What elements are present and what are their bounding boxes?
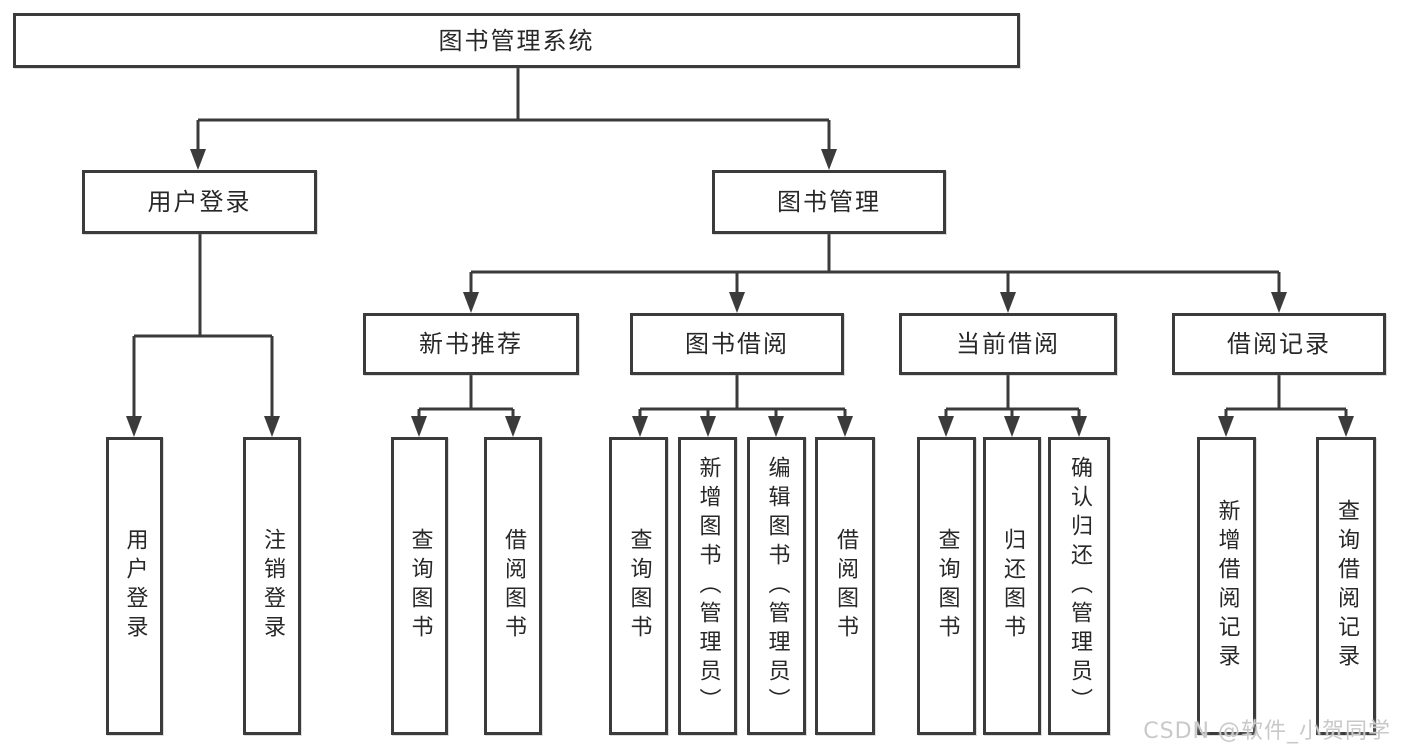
arrowhead-icon bbox=[729, 292, 745, 313]
leaf-query-borrow-record-label: 查询借阅记录 bbox=[1334, 499, 1359, 673]
leaf-query-books-2-label: 查询图书 bbox=[626, 528, 652, 644]
arrowhead-icon bbox=[126, 416, 142, 437]
node-book-management-label: 图书管理 bbox=[777, 188, 881, 216]
leaf-user-login: 用户登录 bbox=[106, 437, 163, 735]
connector-path bbox=[132, 67, 1348, 420]
leaf-query-books-3-label: 查询图书 bbox=[934, 528, 960, 644]
arrowhead-icon bbox=[1071, 416, 1087, 437]
arrowhead-icon bbox=[1004, 416, 1020, 437]
node-root: 图书管理系统 bbox=[13, 13, 1020, 68]
arrowheads bbox=[126, 149, 1354, 437]
leaf-query-books-3: 查询图书 bbox=[917, 437, 976, 735]
arrowhead-icon bbox=[1338, 416, 1354, 437]
leaf-logout-label: 注销登录 bbox=[260, 528, 285, 644]
arrowhead-icon bbox=[264, 416, 280, 437]
node-current-borrowing: 当前借阅 bbox=[899, 313, 1117, 375]
arrowhead-icon bbox=[1271, 292, 1287, 313]
leaf-user-login-label: 用户登录 bbox=[122, 528, 148, 644]
node-book-borrowing: 图书借阅 bbox=[630, 313, 844, 375]
node-user-login-label: 用户登录 bbox=[147, 188, 252, 216]
node-new-book-recommend: 新书推荐 bbox=[363, 313, 579, 375]
node-book-borrowing-label: 图书借阅 bbox=[685, 330, 789, 358]
arrowhead-icon bbox=[190, 149, 206, 170]
leaf-return-books: 归还图书 bbox=[983, 437, 1041, 735]
leaf-add-borrow-record: 新增借阅记录 bbox=[1197, 437, 1256, 735]
leaf-add-borrow-record-label: 新增借阅记录 bbox=[1214, 499, 1240, 673]
leaf-borrow-books-2-label: 借阅图书 bbox=[833, 528, 858, 644]
arrowhead-icon bbox=[837, 416, 853, 437]
arrowhead-icon bbox=[632, 416, 648, 437]
node-user-login: 用户登录 bbox=[82, 170, 317, 234]
arrowhead-icon bbox=[768, 416, 784, 437]
leaf-logout: 注销登录 bbox=[243, 437, 301, 735]
leaf-query-books-1-label: 查询图书 bbox=[407, 528, 433, 644]
node-book-management: 图书管理 bbox=[712, 170, 946, 234]
leaf-confirm-return-admin: 确认归还（管理员） bbox=[1048, 437, 1110, 735]
node-current-borrowing-label: 当前借阅 bbox=[956, 330, 1060, 358]
arrowhead-icon bbox=[463, 292, 479, 313]
leaf-query-books-2: 查询图书 bbox=[609, 437, 668, 735]
leaf-edit-books-admin: 编辑图书（管理员） bbox=[747, 437, 806, 735]
leaf-edit-books-admin-label: 编辑图书（管理员） bbox=[764, 455, 790, 717]
leaf-add-books-admin: 新增图书（管理员） bbox=[678, 437, 737, 735]
node-borrow-records-label: 借阅记录 bbox=[1227, 330, 1331, 358]
arrowhead-icon bbox=[505, 416, 521, 437]
arrowhead-icon bbox=[821, 149, 837, 170]
leaf-borrow-books-2: 借阅图书 bbox=[815, 437, 875, 735]
arrowhead-icon bbox=[1218, 416, 1234, 437]
node-new-book-recommend-label: 新书推荐 bbox=[419, 330, 523, 358]
arrowhead-icon bbox=[1000, 292, 1016, 313]
leaf-borrow-books-1: 借阅图书 bbox=[484, 437, 542, 735]
watermark: CSDN @软件_小贺同学 bbox=[1143, 719, 1391, 744]
leaf-borrow-books-1-label: 借阅图书 bbox=[501, 528, 526, 644]
leaf-query-borrow-record: 查询借阅记录 bbox=[1316, 437, 1376, 735]
leaf-confirm-return-admin-label: 确认归还（管理员） bbox=[1067, 455, 1092, 717]
node-borrow-records: 借阅记录 bbox=[1172, 313, 1386, 375]
leaf-query-books-1: 查询图书 bbox=[391, 437, 448, 735]
leaf-return-books-label: 归还图书 bbox=[1000, 528, 1025, 644]
node-root-label: 图书管理系统 bbox=[438, 26, 595, 55]
leaf-add-books-admin-label: 新增图书（管理员） bbox=[695, 455, 721, 717]
arrowhead-icon bbox=[938, 416, 954, 437]
arrowhead-icon bbox=[700, 416, 716, 437]
arrowhead-icon bbox=[411, 416, 427, 437]
